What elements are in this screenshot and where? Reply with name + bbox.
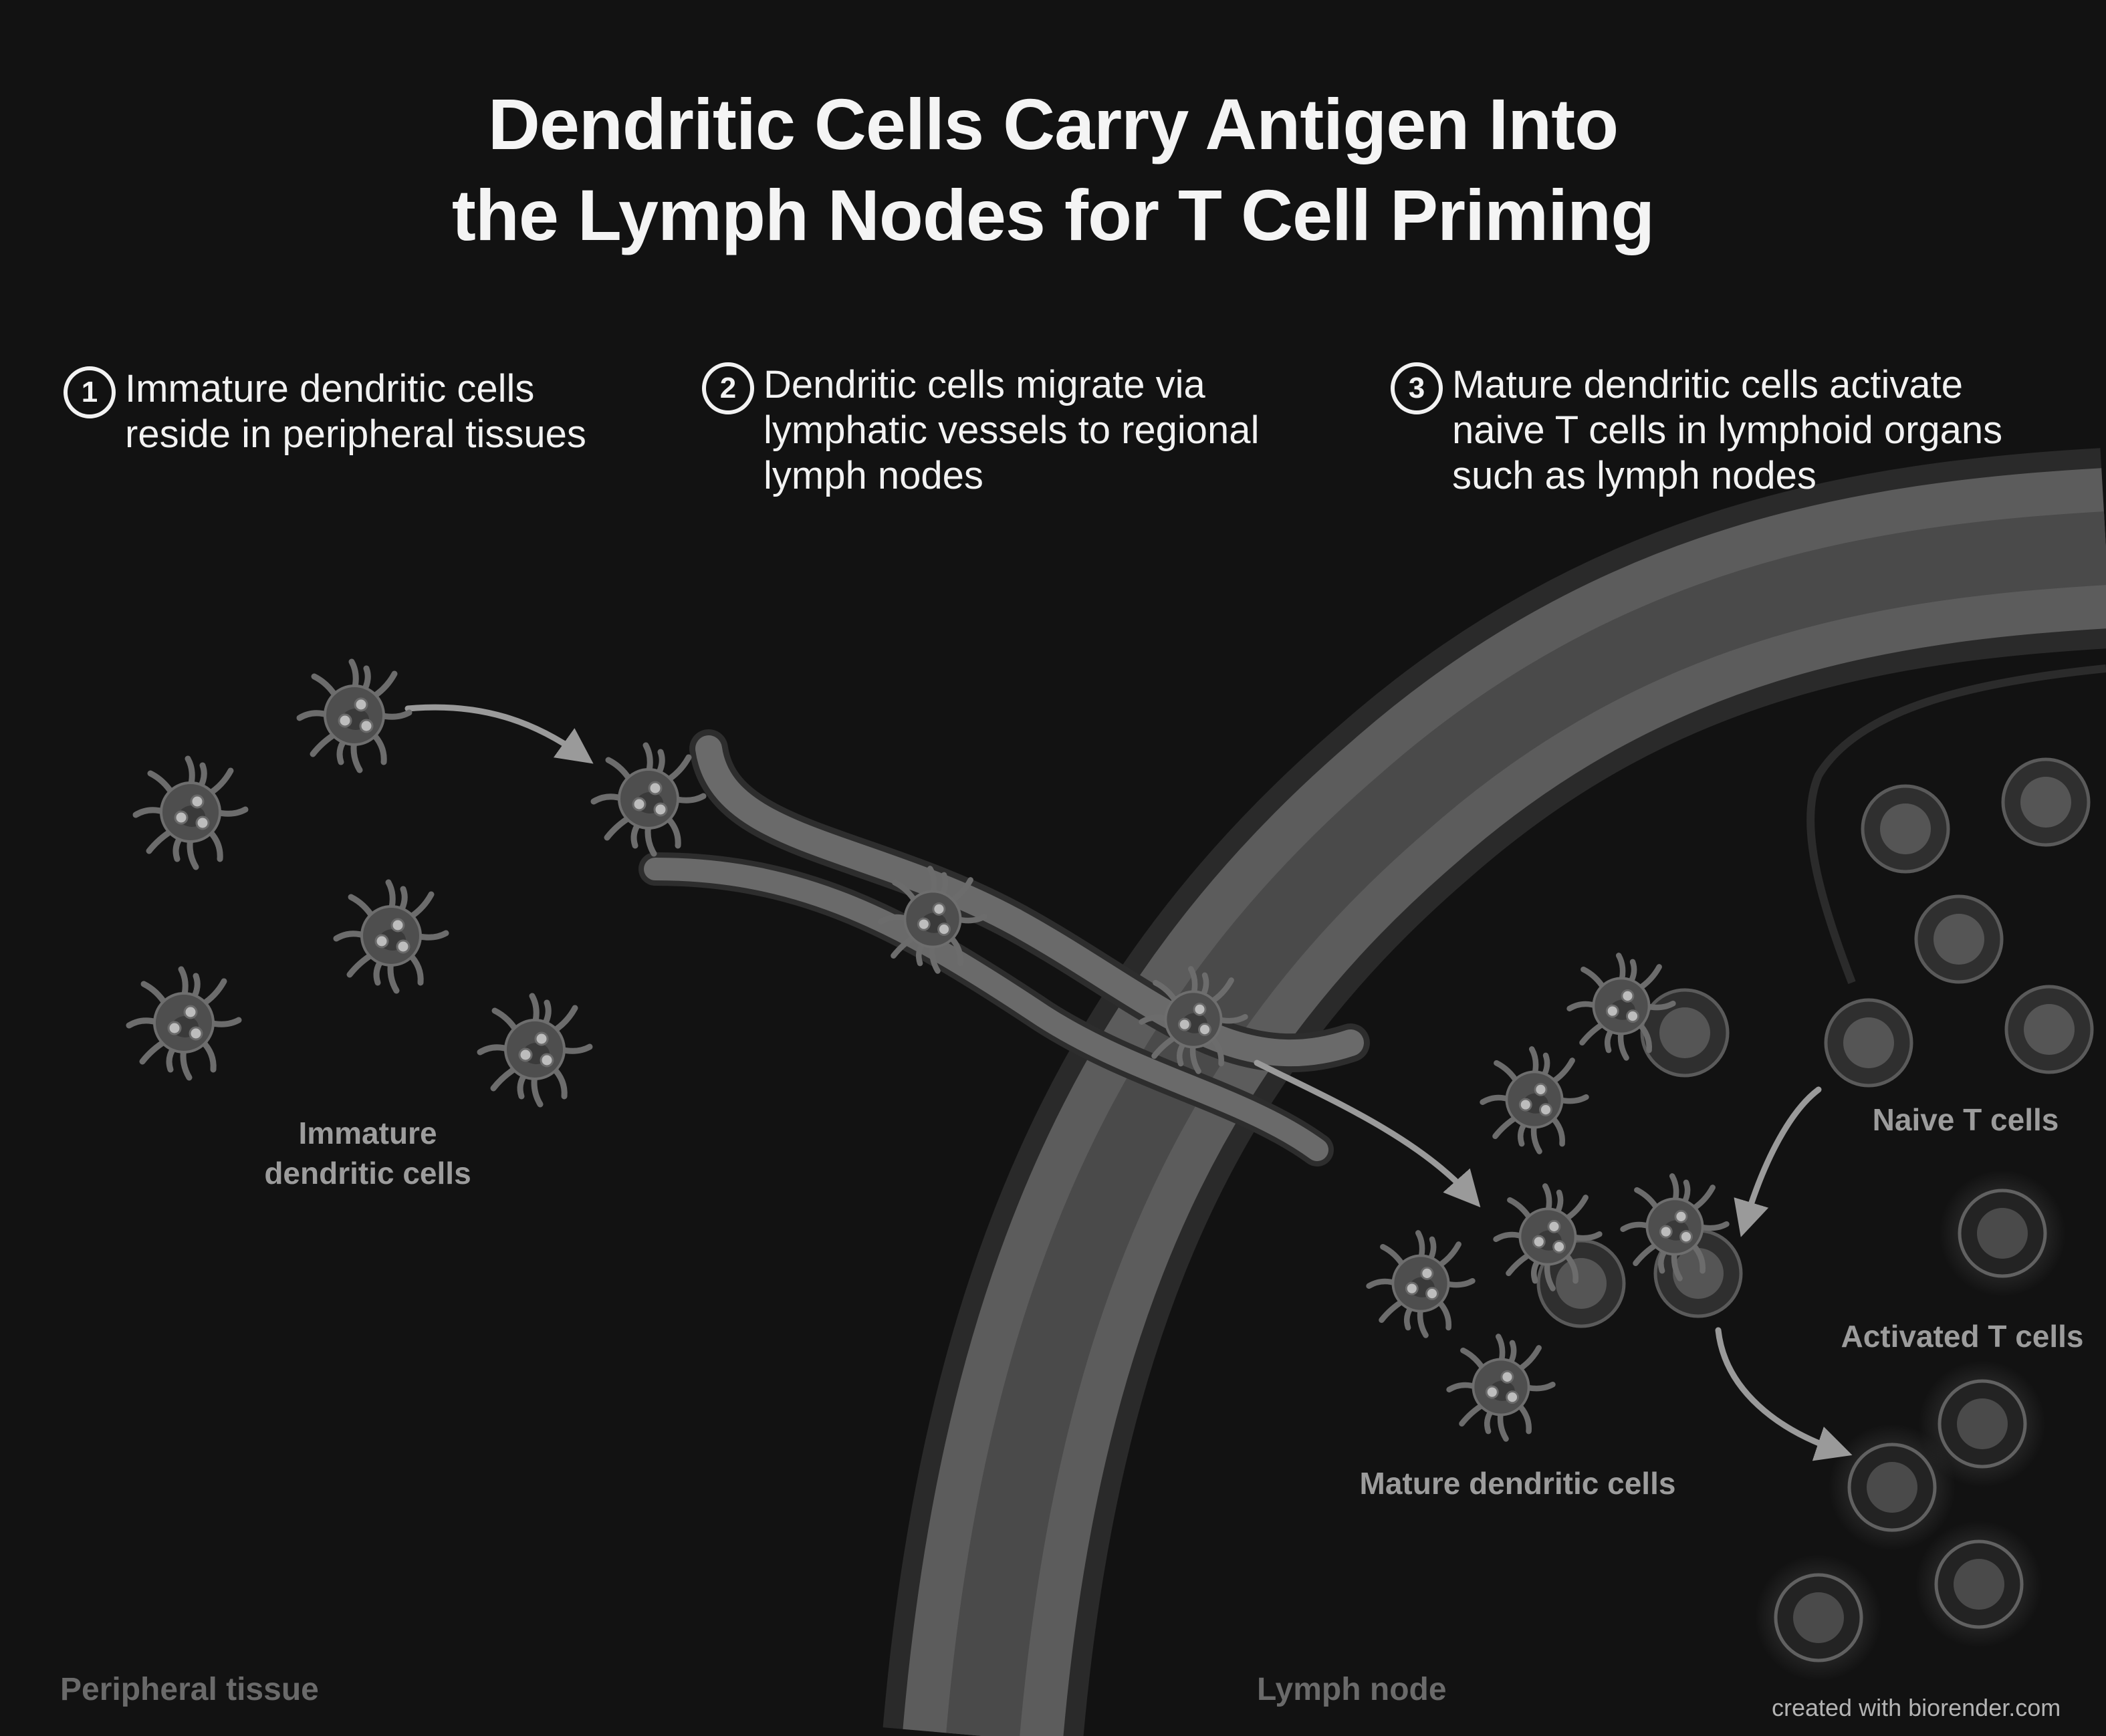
label-immature-dendritic-cells: Immature dendritic cells	[227, 1113, 508, 1193]
title-line-1: Dendritic Cells Carry Antigen Into	[487, 84, 1619, 164]
activated-t-cells	[1755, 1170, 2066, 1681]
step-3-number: 3	[1391, 362, 1443, 414]
cortex-boundary	[1806, 664, 2106, 985]
engaged-t-cells	[1538, 990, 1741, 1326]
naive-t-cells	[1826, 759, 2092, 1086]
step-2-number: 2	[702, 362, 754, 414]
label-activated-t-cells: Activated T cells	[1841, 1319, 2084, 1354]
step-3-line: Mature dendritic cells activate	[1452, 363, 1963, 406]
label-line: Immature	[298, 1116, 437, 1150]
label-mature-dendritic-cells: Mature dendritic cells	[1359, 1466, 1676, 1501]
step-3-line: naive T cells in lymphoid organs	[1452, 408, 2003, 452]
label-lymph-node: Lymph node	[1257, 1672, 1447, 1707]
step-2-line: lymph nodes	[764, 454, 983, 497]
step-3-line: such as lymph nodes	[1452, 454, 1817, 497]
credit-text: created with biorender.com	[1772, 1694, 2061, 1721]
step-1-number: 1	[64, 366, 116, 418]
arrow-to-activated	[1715, 1327, 1853, 1461]
arrow-to-vessel	[404, 704, 594, 764]
step-2-text: Dendritic cells migrate via lymphatic ve…	[764, 362, 1259, 499]
step-1-line: reside in peripheral tissues	[125, 412, 586, 456]
diagram-title: Dendritic Cells Carry Antigen Into the L…	[0, 79, 2106, 261]
immature-dendritic-cells	[129, 662, 703, 1104]
lymphatic-vessel	[638, 729, 1370, 1166]
arrow-into-node	[1254, 1060, 1481, 1208]
title-line-2: the Lymph Nodes for T Cell Priming	[451, 174, 1655, 255]
step-3: 3 Mature dendritic cells activate naive …	[1391, 362, 2002, 499]
step-3-text: Mature dendritic cells activate naive T …	[1452, 362, 2002, 499]
label-naive-t-cells: Naive T cells	[1872, 1102, 2059, 1137]
step-2-line: lymphatic vessels to regional	[764, 408, 1260, 452]
step-1: 1 Immature dendritic cells reside in per…	[64, 366, 586, 457]
step-2-line: Dendritic cells migrate via	[764, 363, 1205, 406]
lymph-node-capsule	[883, 448, 2106, 1736]
step-1-line: Immature dendritic cells	[125, 367, 535, 410]
step-1-text: Immature dendritic cells reside in perip…	[125, 366, 586, 457]
step-2: 2 Dendritic cells migrate via lymphatic …	[702, 362, 1259, 499]
arrow-naive-to-mature	[1734, 1086, 1822, 1237]
migration-arrows	[404, 704, 1853, 1461]
label-peripheral-tissue: Peripheral tissue	[60, 1672, 319, 1707]
label-line: dendritic cells	[264, 1156, 471, 1191]
